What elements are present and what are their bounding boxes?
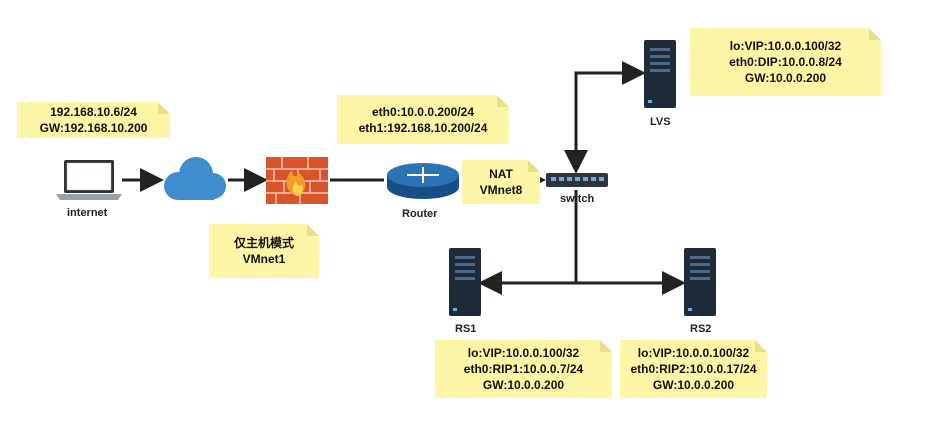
cloud-icon <box>164 157 226 200</box>
note-client-line-2: GW:192.168.10.200 <box>39 121 148 135</box>
note-rs2: lo:VIP:10.0.0.100/32 eth0:RIP2:10.0.0.17… <box>620 340 767 398</box>
link-switch-lvs <box>574 61 646 170</box>
note-router-line-2: eth1:192.168.10.200/24 <box>358 120 488 135</box>
note-hostonly: 仅主机模式 VMnet1 <box>209 224 319 278</box>
rs2-server-icon <box>684 248 716 316</box>
note-rs1-line-2: eth0:RIP1:10.0.0.7/24 <box>463 362 584 376</box>
label-switch: switch <box>560 193 595 205</box>
switch-icon <box>546 173 608 187</box>
note-nat-line-2: VMnet8 <box>479 183 523 197</box>
note-nat: NAT VMnet8 <box>462 160 540 204</box>
note-hostonly-line-2: VMnet1 <box>242 252 286 266</box>
note-rs2-line-1: lo:VIP:10.0.0.100/32 <box>637 346 750 360</box>
firewall-icon <box>266 157 328 204</box>
note-rs2-line-2: eth0:RIP2:10.0.0.17/24 <box>630 362 757 376</box>
note-router-line-1: eth0:10.0.0.200/24 <box>371 104 475 119</box>
note-rs2-line-3: GW:10.0.0.200 <box>652 378 735 392</box>
note-lvs-line-1: lo:VIP:10.0.0.100/32 <box>729 39 842 53</box>
note-rs1-line-3: GW:10.0.0.200 <box>482 378 565 392</box>
laptop-icon <box>56 160 122 200</box>
note-lvs-line-2: eth0:DIP:10.0.0.8/24 <box>729 55 842 69</box>
label-router: Router <box>402 208 438 220</box>
note-client: 192.168.10.6/24 GW:192.168.10.200 <box>17 102 170 138</box>
label-internet: internet <box>67 207 108 219</box>
note-nat-line-1: NAT <box>489 167 513 181</box>
rs1-server-icon <box>449 248 481 316</box>
note-router: eth0:10.0.0.200/24 eth1:192.168.10.200/2… <box>337 95 509 144</box>
note-lvs: lo:VIP:10.0.0.100/32 eth0:DIP:10.0.0.8/2… <box>690 28 881 96</box>
label-rs2: RS2 <box>690 323 712 335</box>
label-rs1: RS1 <box>455 323 477 335</box>
note-rs1: lo:VIP:10.0.0.100/32 eth0:RIP1:10.0.0.7/… <box>435 340 612 398</box>
router-icon <box>387 163 459 199</box>
lvs-server-icon <box>644 40 676 108</box>
note-hostonly-line-1: 仅主机模式 <box>233 236 294 250</box>
note-client-line-1: 192.168.10.6/24 <box>50 105 137 119</box>
label-lvs: LVS <box>650 116 671 128</box>
note-lvs-line-3: GW:10.0.0.200 <box>744 71 827 85</box>
note-rs1-line-1: lo:VIP:10.0.0.100/32 <box>467 346 580 360</box>
